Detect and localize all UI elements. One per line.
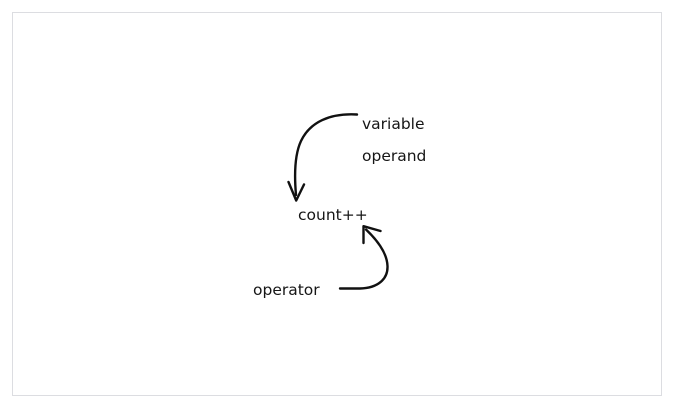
label-operator: operator: [253, 281, 320, 299]
variable-operand-arrow: [293, 113, 359, 197]
variable-operand-arrowhead-icon: [287, 180, 306, 202]
label-operand: operand: [362, 147, 426, 165]
diagram-canvas: [12, 12, 662, 396]
operator-arrow: [338, 228, 389, 290]
label-variable: variable: [362, 115, 425, 133]
code-expression: count++: [298, 206, 368, 224]
operator-arrowhead-icon: [362, 225, 382, 245]
